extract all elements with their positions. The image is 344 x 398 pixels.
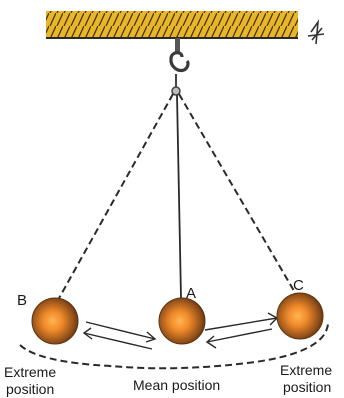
right-string-dashed xyxy=(178,93,298,297)
caption-left-extreme-line1: Extreme xyxy=(4,364,56,380)
point-label-a: A xyxy=(186,285,196,302)
caption-left-extreme-line2: position xyxy=(6,381,54,397)
pendulum-bob-center xyxy=(158,297,206,345)
motion-arrows xyxy=(82,312,279,350)
caption-mean-position: Mean position xyxy=(133,377,220,393)
pendulum-bob-right xyxy=(276,292,324,340)
hook-icon xyxy=(169,38,190,96)
caption-right-extreme-line2: position xyxy=(283,379,331,395)
corner-mark-icon xyxy=(307,19,325,45)
pendulum-bob-left xyxy=(31,297,79,345)
caption-right-extreme-line1: Extreme xyxy=(280,362,332,378)
center-string xyxy=(176,94,182,299)
rigid-support xyxy=(46,11,298,39)
left-string-dashed xyxy=(57,93,174,301)
point-label-b: B xyxy=(17,292,27,309)
swing-path-arc xyxy=(19,323,329,370)
point-label-c: C xyxy=(293,277,304,294)
